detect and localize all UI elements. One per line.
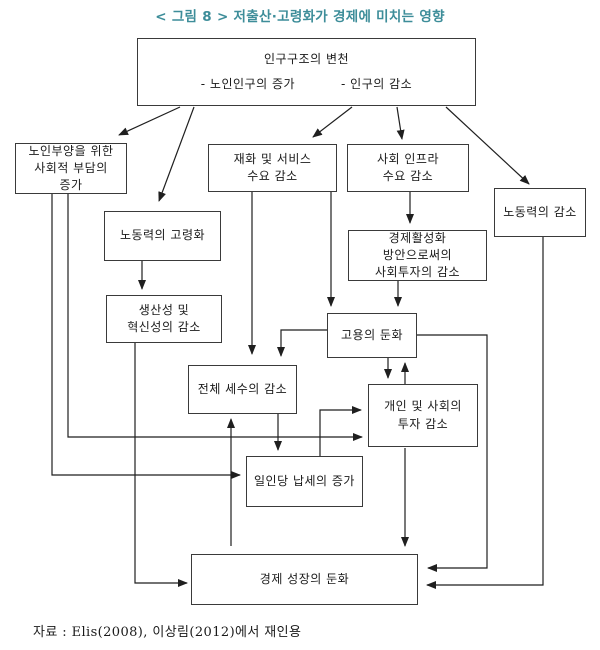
edge-change-to-burden bbox=[118, 106, 181, 136]
node-economic-growth-slowdown: 경제 성장의 둔화 bbox=[191, 554, 418, 605]
edge-labordec-to-growth bbox=[426, 237, 544, 589]
edge-burden-to-percapita bbox=[51, 194, 241, 479]
node-productivity-innovation-decrease: 생산성 및 혁신성의 감소 bbox=[106, 295, 222, 343]
node-population-structure-change-bullets: - 노인인구의 증가 - 인구의 감소 bbox=[201, 76, 412, 93]
edge-percapita-to-privinvest bbox=[319, 406, 362, 456]
node-labor-force-aging: 노동력의 고령화 bbox=[104, 211, 221, 261]
bullet-elderly-increase: - 노인인구의 증가 bbox=[200, 76, 296, 91]
figure-caption: < 그림 8 > 저출산·고령화가 경제에 미치는 영향 bbox=[155, 9, 445, 25]
node-population-structure-change-title: 인구구조의 변천 bbox=[263, 52, 350, 67]
node-elderly-support-burden: 노인부양을 위한 사회적 부담의 증가 bbox=[15, 143, 127, 194]
bullet-population-decrease: - 인구의 감소 bbox=[341, 76, 413, 91]
edge-change-to-infra bbox=[396, 106, 405, 140]
node-employment-slowdown: 고용의 둔화 bbox=[327, 313, 417, 358]
edge-change-to-aging bbox=[158, 106, 195, 202]
node-social-infra-demand-decrease: 사회 인프라 수요 감소 bbox=[347, 144, 469, 192]
edge-productivity-to-growth bbox=[134, 343, 188, 587]
edge-change-to-labordec bbox=[445, 106, 530, 185]
node-total-tax-revenue-decrease: 전체 세수의 감소 bbox=[188, 365, 297, 414]
node-goods-services-demand-decrease: 재화 및 서비스 수요 감소 bbox=[208, 144, 337, 192]
node-per-capita-tax-increase: 일인당 납세의 증가 bbox=[246, 456, 363, 507]
edge-change-to-goods bbox=[312, 106, 353, 138]
source-note: 자료 : Elis(2008), 이상림(2012)에서 재인용 bbox=[33, 625, 302, 640]
edge-employment-to-growth bbox=[417, 334, 488, 572]
node-labor-force-decrease: 노동력의 감소 bbox=[494, 188, 586, 237]
edge-employment-to-tax bbox=[277, 329, 327, 357]
node-social-investment-decrease: 경제활성화 방안으로써의 사회투자의 감소 bbox=[348, 230, 487, 281]
node-population-structure-change: 인구구조의 변천 - 노인인구의 증가 - 인구의 감소 bbox=[137, 38, 476, 106]
node-private-social-investment-decrease: 개인 및 사회의 투자 감소 bbox=[368, 384, 478, 447]
edge-burden-to-privinvest bbox=[67, 194, 363, 441]
